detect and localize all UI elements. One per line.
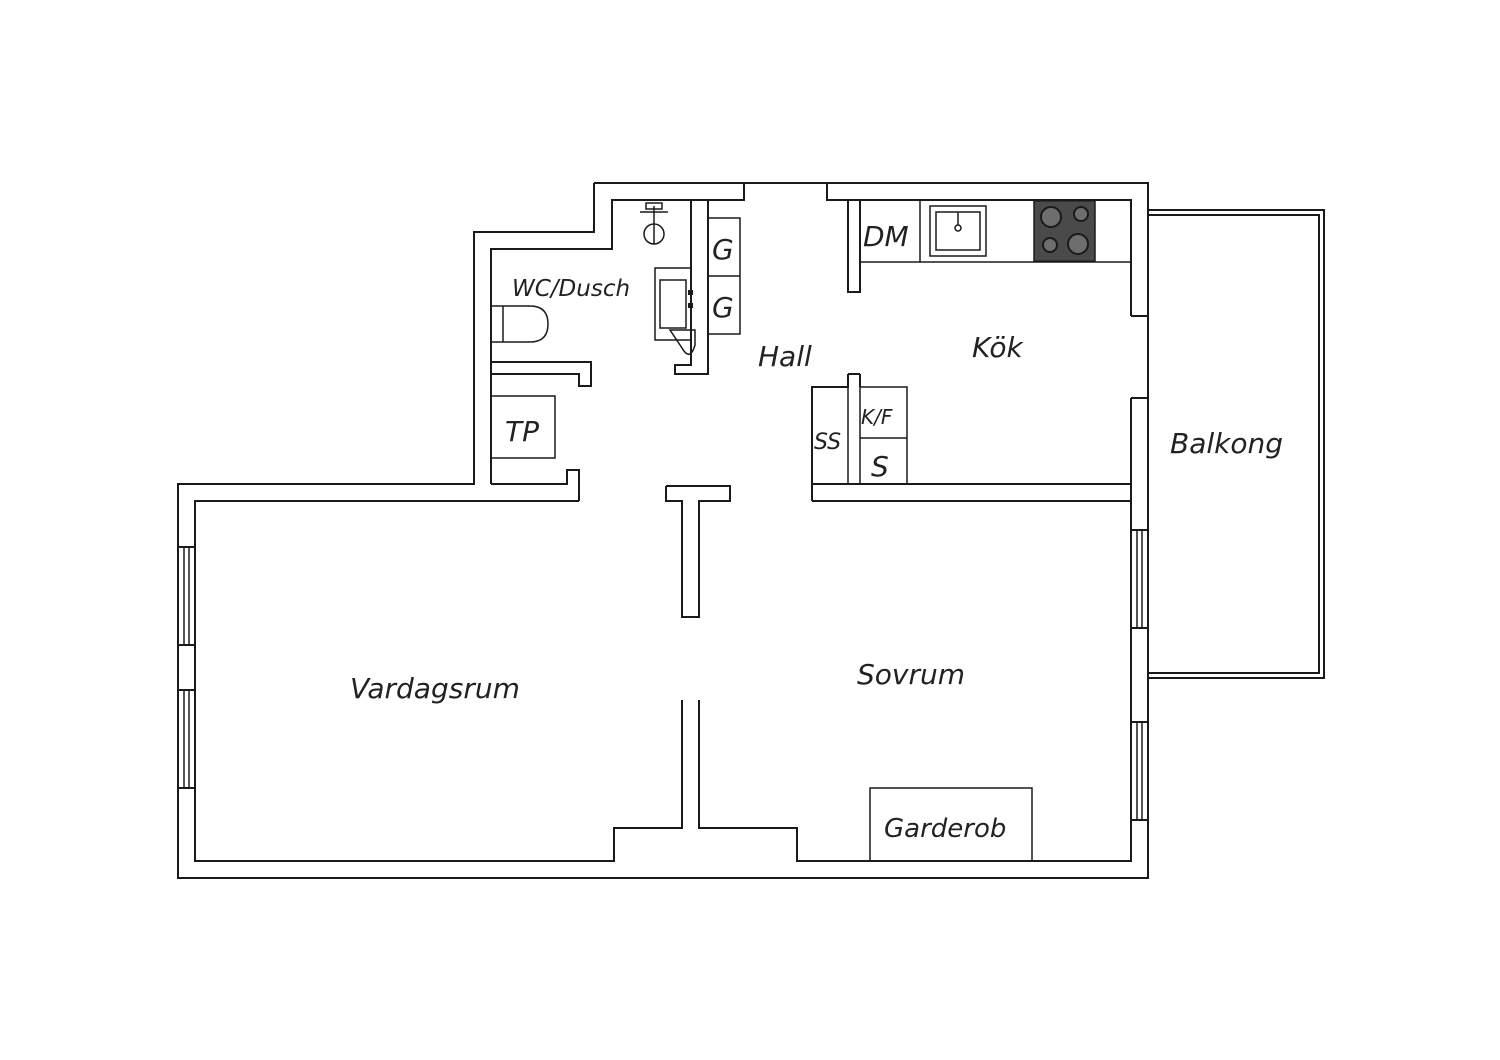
label-sovrum: Sovrum bbox=[857, 658, 965, 691]
label-kok: Kök bbox=[972, 331, 1024, 364]
t-wall bbox=[665, 485, 731, 618]
label-g-lower: G bbox=[712, 291, 734, 324]
kitchen-sink-icon bbox=[929, 205, 987, 257]
label-ss: SS bbox=[814, 430, 841, 455]
label-g-upper: G bbox=[712, 233, 734, 266]
windows bbox=[177, 529, 1149, 821]
label-tp: TP bbox=[505, 415, 539, 448]
balcony bbox=[1148, 209, 1325, 679]
kitchen-counter bbox=[860, 200, 1131, 263]
label-s: S bbox=[871, 450, 889, 483]
kitchen-wall-top bbox=[847, 200, 861, 293]
window-icon bbox=[1130, 529, 1149, 629]
outer-wall-inner-edge-living-top bbox=[194, 500, 683, 862]
window-icon bbox=[1130, 721, 1149, 821]
outer-wall-outer-edge bbox=[177, 182, 1149, 879]
kitchen-wall-lower bbox=[811, 374, 849, 501]
bath-bottom-wall bbox=[491, 361, 592, 387]
toilet-icon bbox=[491, 305, 549, 343]
outer-wall-inner-edge-top bbox=[826, 183, 1132, 316]
label-hall: Hall bbox=[758, 340, 812, 373]
window-icon bbox=[177, 546, 196, 646]
tp-bottom-wall bbox=[491, 469, 580, 501]
label-balkong: Balkong bbox=[1170, 427, 1283, 460]
garderob-closet bbox=[869, 787, 1033, 862]
label-wc-dusch: WC/Dusch bbox=[512, 276, 630, 302]
outer-wall-inner-edge-bedroom bbox=[698, 500, 1132, 862]
outer-wall-inner-edge-bath bbox=[490, 183, 745, 484]
sink-icon bbox=[654, 267, 696, 355]
label-kf: K/F bbox=[861, 405, 893, 429]
wardrobe-g bbox=[707, 217, 741, 335]
outer-wall bbox=[177, 182, 1149, 879]
label-dm: DM bbox=[863, 220, 909, 253]
shower-head-icon bbox=[640, 202, 668, 245]
stove-icon bbox=[1033, 200, 1096, 262]
label-garderob: Garderob bbox=[884, 814, 1006, 844]
window-icon bbox=[177, 689, 196, 789]
kitchen-storage bbox=[847, 386, 908, 485]
tp-closet bbox=[490, 395, 556, 459]
label-vardagsrum: Vardagsrum bbox=[350, 672, 520, 705]
